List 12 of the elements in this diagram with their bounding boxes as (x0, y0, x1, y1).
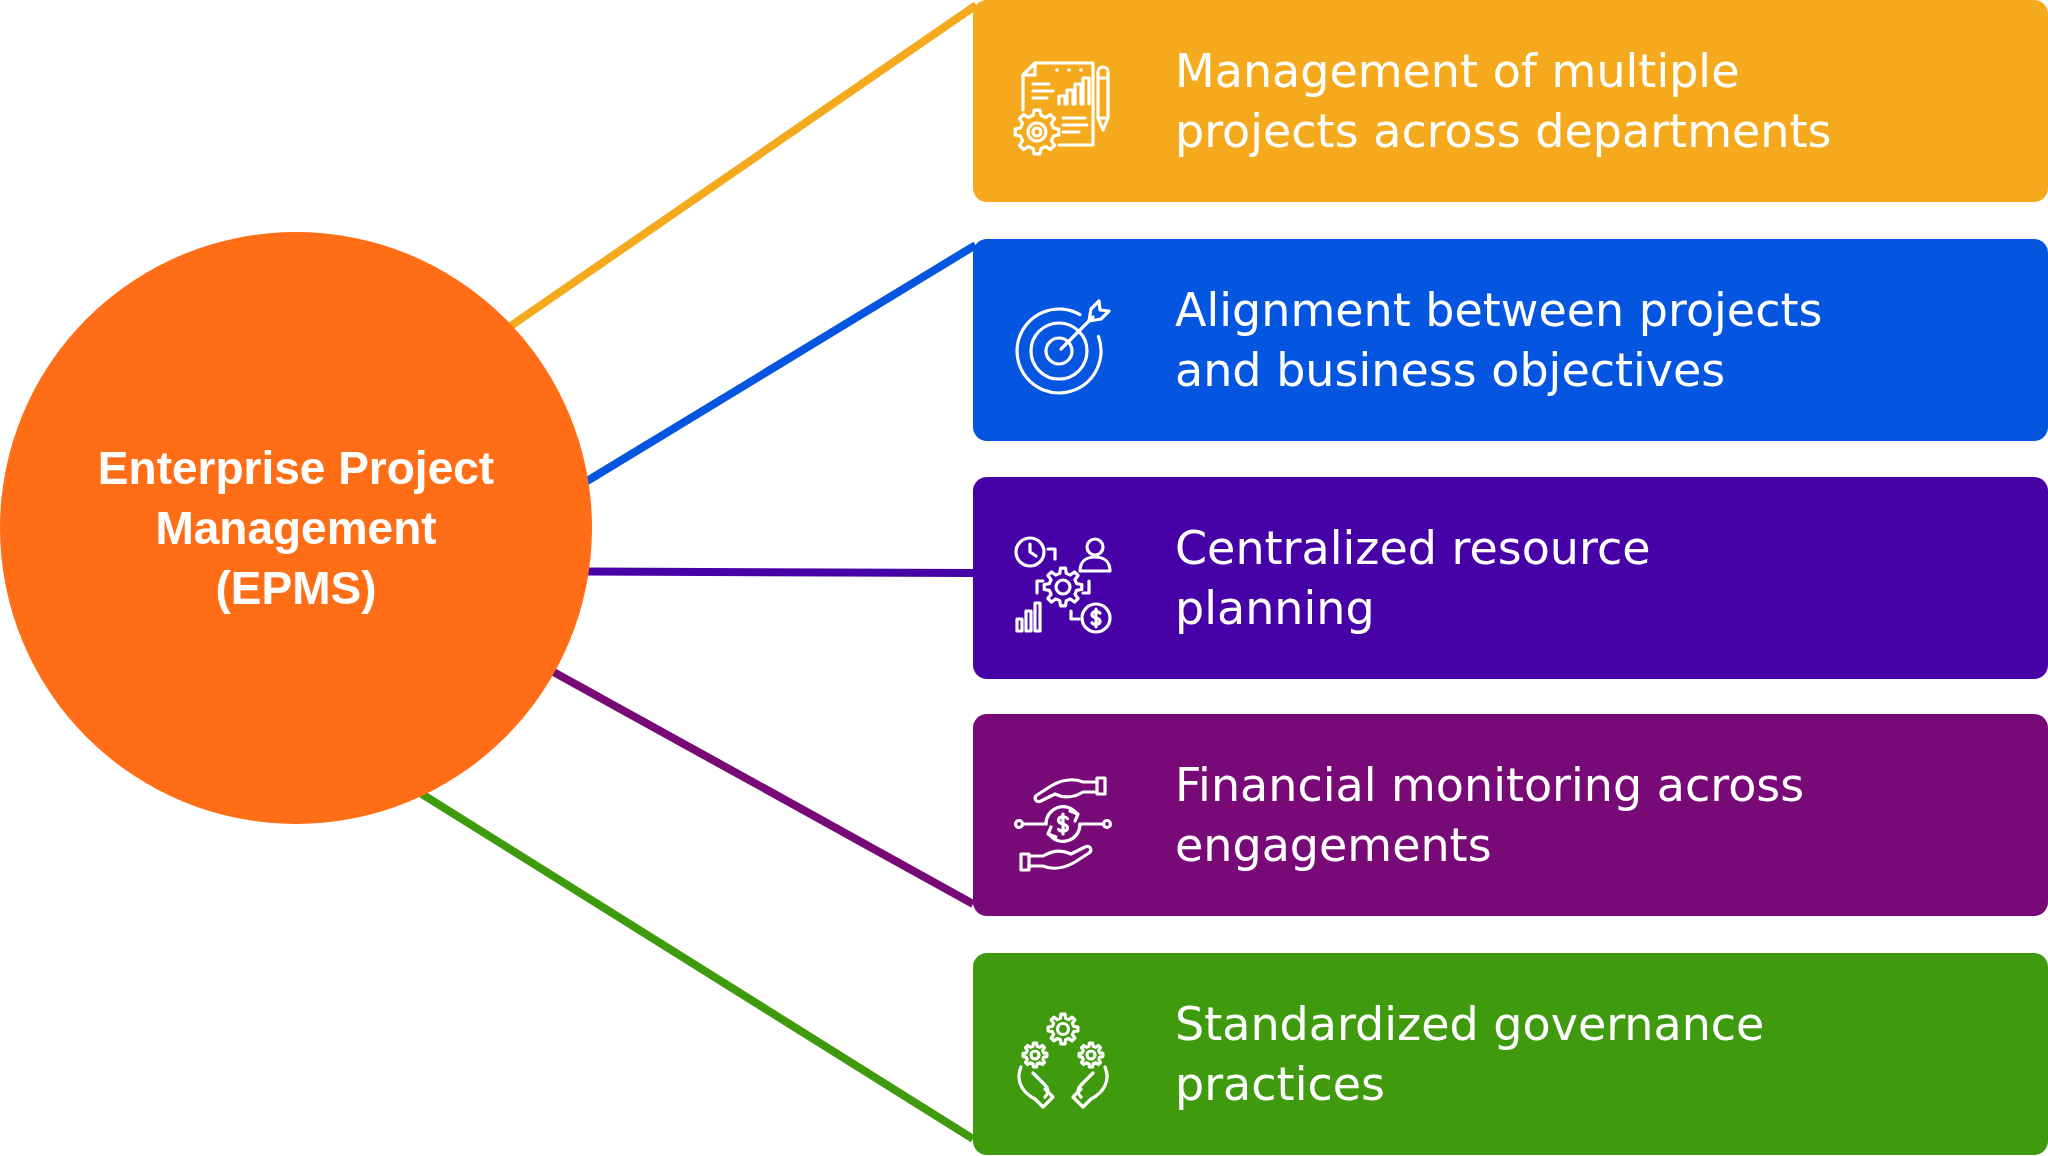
feature-card (973, 477, 2048, 679)
feature-card (973, 239, 2048, 441)
connector-line (507, 1, 979, 330)
feature-card (973, 0, 2048, 202)
feature-card (973, 953, 2048, 1155)
hub-label: Enterprise Project Management (EPMS) (96, 441, 496, 616)
feature-text: Alignment between projects and business objectives (1175, 282, 1824, 399)
feature-card (973, 714, 2048, 916)
feature-text: Centralized resource planning (1175, 520, 1652, 637)
feature-text: Standardized governance practices (1175, 996, 1766, 1113)
feature-text: Management of multiple projects across departments (1175, 43, 1833, 160)
feature-text: Financial monitoring across engagements (1175, 757, 1806, 874)
